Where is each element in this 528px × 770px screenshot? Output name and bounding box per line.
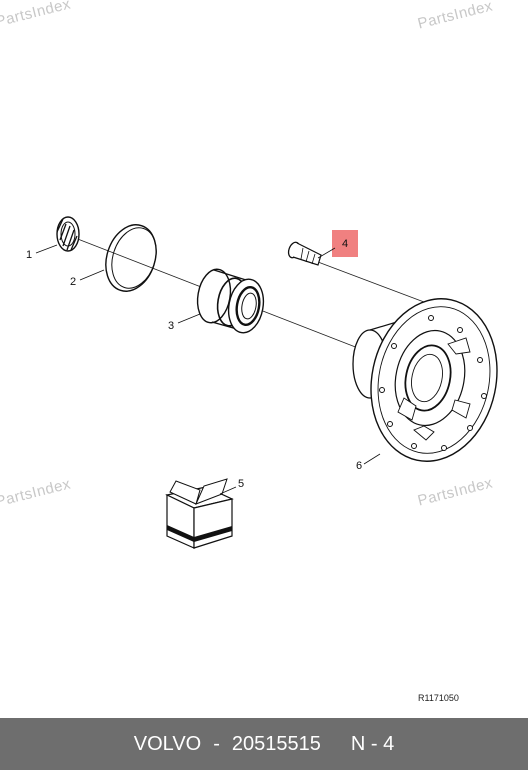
- callout-4: 4: [342, 238, 348, 250]
- footer-position: N - 4: [350, 732, 395, 755]
- part-1-roller-bearing[interactable]: [56, 216, 80, 252]
- part-3-wheel-bearing[interactable]: [194, 267, 268, 336]
- callout-5: 5: [238, 478, 244, 490]
- diagram-reference-code: R1171050: [418, 693, 459, 703]
- callout-1: 1: [26, 249, 32, 261]
- footer-brand: VOLVO: [133, 732, 202, 755]
- exploded-parts-diagram: 1 2 3 4 5 6: [26, 216, 512, 549]
- footer-part-number: 20515515: [231, 732, 321, 755]
- callout-4-highlight: [332, 230, 358, 257]
- callout-6: 6: [356, 460, 362, 472]
- part-2-ring[interactable]: [98, 218, 165, 298]
- bolt-leader-line: [317, 261, 433, 306]
- footer-bar: VOLVO - 20515515 N - 4: [0, 718, 528, 770]
- part-5-package-icon[interactable]: [165, 478, 234, 549]
- footer-separator: -: [213, 732, 220, 755]
- part-6-wheel-hub[interactable]: [352, 287, 512, 473]
- callout-2: 2: [70, 276, 76, 288]
- part-4-wheel-bolt[interactable]: [287, 241, 322, 266]
- callout-3: 3: [168, 320, 174, 332]
